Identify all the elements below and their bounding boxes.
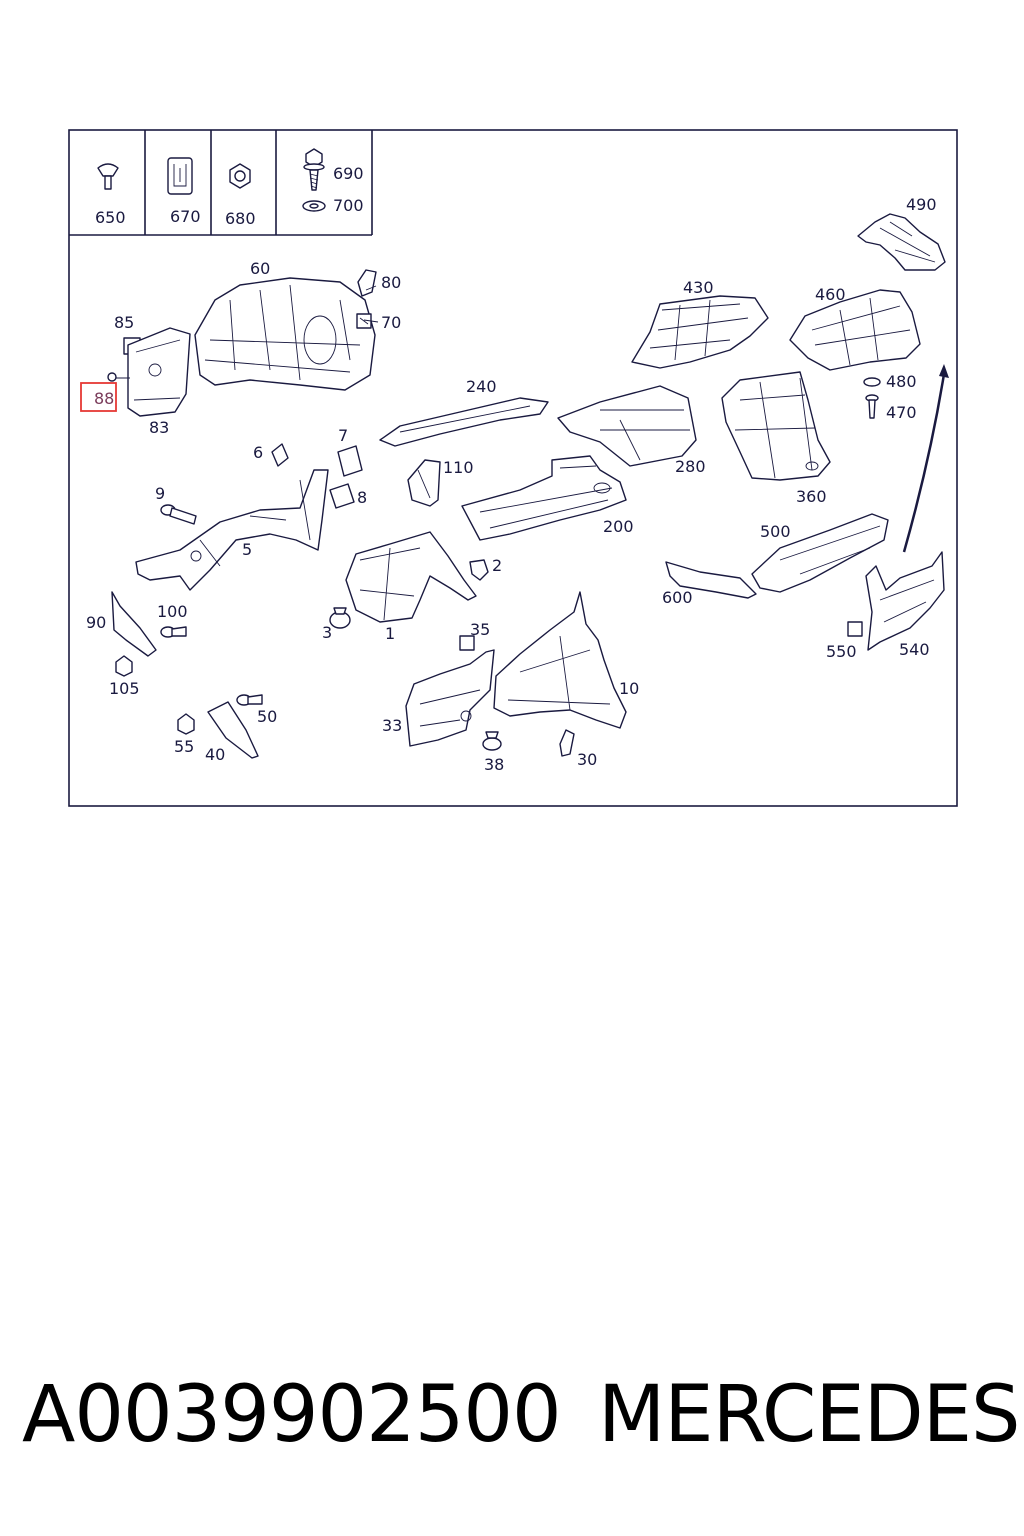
part-label-88: 88 <box>94 389 114 408</box>
part-label-83: 83 <box>149 418 169 437</box>
highlighted-part-box <box>80 382 117 412</box>
part-3-drawing <box>329 607 351 629</box>
part-label-5: 5 <box>242 540 252 559</box>
part-label-7: 7 <box>338 426 348 445</box>
part-88-drawing <box>107 372 117 382</box>
part-550-drawing <box>847 621 863 637</box>
leader-lines <box>116 285 379 379</box>
part-label-110: 110 <box>443 458 474 477</box>
part-460-drawing <box>789 289 921 371</box>
nut-icon <box>229 163 251 189</box>
part-label-240: 240 <box>466 377 497 396</box>
legend-label-700: 700 <box>333 196 364 215</box>
part-label-600: 600 <box>662 588 693 607</box>
part-500-drawing <box>751 513 889 593</box>
part-70-drawing <box>356 313 372 329</box>
part-60-drawing <box>194 277 376 391</box>
part-label-90: 90 <box>86 613 106 632</box>
part-label-2: 2 <box>492 556 502 575</box>
part-540-drawing <box>865 551 945 651</box>
part-label-80: 80 <box>381 273 401 292</box>
part-label-55: 55 <box>174 737 194 756</box>
part-label-480: 480 <box>886 372 917 391</box>
part-50-drawing <box>236 694 263 706</box>
part-470-drawing <box>865 394 879 419</box>
part-55-drawing <box>177 713 195 735</box>
part-label-8: 8 <box>357 488 367 507</box>
part-6-drawing <box>271 443 289 467</box>
part-490-drawing <box>857 213 946 271</box>
part-2-drawing <box>469 559 489 581</box>
part-83-drawing <box>127 327 191 417</box>
part-30-drawing <box>559 729 575 757</box>
part-label-33: 33 <box>382 716 402 735</box>
part-label-10: 10 <box>619 679 639 698</box>
part-label-200: 200 <box>603 517 634 536</box>
part-8-drawing <box>329 483 355 509</box>
part-10-drawing <box>493 591 627 729</box>
part-label-460: 460 <box>815 285 846 304</box>
part-label-9: 9 <box>155 484 165 503</box>
part-label-500: 500 <box>760 522 791 541</box>
part-90-drawing <box>111 591 157 657</box>
footer: A0039902500 MERCEDES <box>0 1370 1024 1470</box>
part-label-60: 60 <box>250 259 270 278</box>
part-label-360: 360 <box>796 487 827 506</box>
part-1-drawing <box>345 531 477 623</box>
legend-label-690: 690 <box>333 164 364 183</box>
part-38-drawing <box>482 731 502 751</box>
part-label-38: 38 <box>484 755 504 774</box>
part-110-drawing <box>407 459 441 507</box>
part-600-drawing <box>665 561 757 599</box>
part-label-280: 280 <box>675 457 706 476</box>
part-240-drawing <box>379 397 549 447</box>
part-7-drawing <box>337 445 363 477</box>
part-label-550: 550 <box>826 642 857 661</box>
part-280-drawing <box>557 385 697 467</box>
part-9-drawing <box>160 504 197 525</box>
part-label-70: 70 <box>381 313 401 332</box>
screw-icon <box>97 163 119 190</box>
legend-label-680: 680 <box>225 209 256 228</box>
legend-label-650: 650 <box>95 208 126 227</box>
part-label-30: 30 <box>577 750 597 769</box>
part-430-drawing <box>631 295 769 369</box>
part-label-470: 470 <box>886 403 917 422</box>
part-40-drawing <box>207 701 259 759</box>
part-label-540: 540 <box>899 640 930 659</box>
part-label-35: 35 <box>470 620 490 639</box>
part-33-drawing <box>405 649 495 747</box>
part-label-1: 1 <box>385 624 395 643</box>
part-80-drawing <box>357 269 377 297</box>
part-label-3: 3 <box>322 623 332 642</box>
part-label-430: 430 <box>683 278 714 297</box>
part-35-drawing <box>459 635 475 651</box>
clip-icon <box>167 157 193 195</box>
part-label-100: 100 <box>157 602 188 621</box>
part-105-drawing <box>115 655 133 677</box>
part-label-40: 40 <box>205 745 225 764</box>
brand-name: MERCEDES <box>598 1370 1020 1460</box>
part-100-drawing <box>160 626 187 638</box>
part-label-490: 490 <box>906 195 937 214</box>
washer-icon <box>302 200 326 212</box>
part-label-105: 105 <box>109 679 140 698</box>
part-200-drawing <box>461 455 627 541</box>
diagram-frame <box>68 129 958 807</box>
part-5-drawing <box>135 469 329 591</box>
part-label-50: 50 <box>257 707 277 726</box>
legend-label-670: 670 <box>170 207 201 226</box>
arrow-icon <box>902 364 949 553</box>
legend-box: 650 670 680 690 700 <box>69 130 373 236</box>
part-480-drawing <box>863 377 881 387</box>
part-360-drawing <box>721 371 831 481</box>
part-label-6: 6 <box>253 443 263 462</box>
bolt-icon <box>303 148 325 191</box>
part-label-85: 85 <box>114 313 134 332</box>
part-number: A0039902500 <box>22 1370 562 1460</box>
